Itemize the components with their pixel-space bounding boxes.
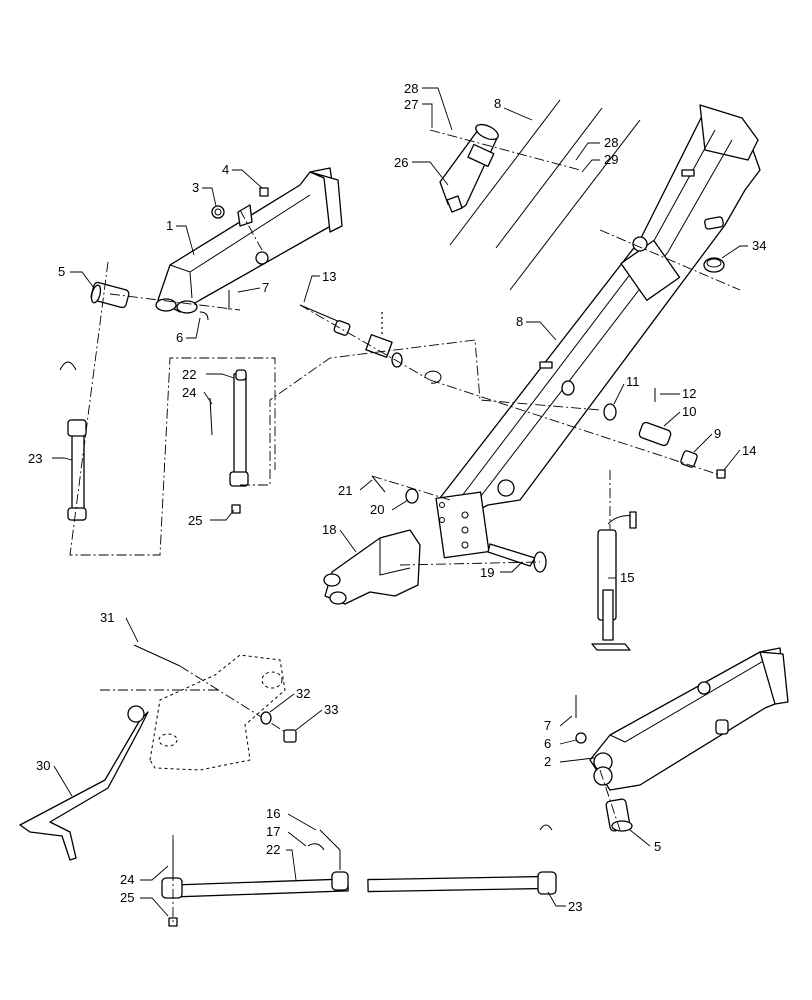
callout-10: 10: [682, 404, 696, 419]
callout-29: 29: [604, 152, 618, 167]
part-22-strap-upper: [229, 369, 249, 487]
callout-4: 4: [222, 162, 229, 177]
part-10-sleeve: [638, 421, 672, 447]
callout-28: 28: [404, 81, 418, 96]
lower-right-centerline: [599, 769, 621, 831]
callout-5: 5: [654, 839, 661, 854]
ghost-hitch-body: [149, 654, 286, 771]
callout-1: 1: [166, 218, 173, 233]
callout-31: 31: [100, 610, 114, 625]
callout-24: 24: [120, 872, 134, 887]
part-25-nut-upper: [231, 504, 241, 514]
callout-22: 22: [182, 367, 196, 382]
part-26-clamp: [439, 123, 499, 213]
callout-23: 23: [568, 899, 582, 914]
part-22-strap-lower: [161, 871, 349, 899]
part-6-clip-upper: [199, 311, 209, 321]
part-23-strap-upper: [59, 361, 87, 521]
callout-16: 16: [266, 806, 280, 821]
hitch-frame-ghost-lines: [449, 99, 641, 291]
part-31-bolt: [133, 644, 291, 736]
callout-7: 7: [262, 280, 269, 295]
part-18-clevis: [323, 529, 421, 605]
callout-13: 13: [322, 269, 336, 284]
part-24-bolt-upper: [209, 397, 213, 436]
part-17-clip-lower: [307, 843, 325, 851]
part-19-pin: [487, 543, 547, 573]
part-1-tongue-extension: [155, 167, 343, 314]
callout-19: 19: [480, 565, 494, 580]
callout-32: 32: [296, 686, 310, 701]
assembly-centerlines: [69, 129, 741, 566]
part-6-clip-lower: [575, 732, 587, 744]
callout-22: 22: [266, 842, 280, 857]
callout-9: 9: [714, 426, 721, 441]
callout-6: 6: [544, 736, 551, 751]
part-14-nut: [716, 469, 726, 479]
callout-34: 34: [752, 238, 766, 253]
callout-11: 11: [626, 374, 640, 389]
callout-12: 12: [682, 386, 696, 401]
part-16-pin-lower: [319, 829, 341, 870]
part-15-jack: [591, 511, 637, 651]
callout-28: 28: [604, 135, 618, 150]
callout-25: 25: [188, 513, 202, 528]
main-frame-tongue: [435, 104, 761, 559]
part-11-washer: [603, 403, 617, 421]
part-30-safety-chain: [19, 705, 149, 861]
part-32-washer: [260, 711, 272, 725]
part-9-bushing: [680, 450, 698, 468]
callout-7: 7: [544, 718, 551, 733]
callout-5: 5: [58, 264, 65, 279]
callout-24: 24: [182, 385, 196, 400]
callout-15: 15: [620, 570, 634, 585]
callout-leaders: [52, 87, 748, 917]
part-5-sleeve-upper: [90, 281, 130, 309]
callout-2: 2: [544, 754, 551, 769]
callout-21: 21: [338, 483, 352, 498]
part-13-bolt-assembly: [299, 304, 442, 384]
part-21-bolt: [371, 475, 386, 493]
callout-8: 8: [516, 314, 523, 329]
callout-30: 30: [36, 758, 50, 773]
callout-8: 8: [494, 96, 501, 111]
callout-17: 17: [266, 824, 280, 839]
callout-27: 27: [404, 97, 418, 112]
callout-14: 14: [742, 443, 756, 458]
part-23-strap-lower: [367, 824, 557, 895]
callout-23: 23: [28, 451, 42, 466]
callout-26: 26: [394, 155, 408, 170]
callout-20: 20: [370, 502, 384, 517]
callout-25: 25: [120, 890, 134, 905]
part-3-bushing: [211, 205, 225, 219]
callout-labels: 28 27 8 28 29 26 34 4 3 1 5 7 6 13 8 22 …: [28, 81, 766, 914]
callout-18: 18: [322, 522, 336, 537]
part-34-plug: [703, 257, 725, 273]
part-4-bolt: [259, 187, 269, 197]
callout-3: 3: [192, 180, 199, 195]
callout-6: 6: [176, 330, 183, 345]
part-20-washer: [405, 488, 419, 504]
callout-33: 33: [324, 702, 338, 717]
part-2-tongue-extension: [589, 647, 789, 791]
part-33-nut: [283, 729, 297, 743]
